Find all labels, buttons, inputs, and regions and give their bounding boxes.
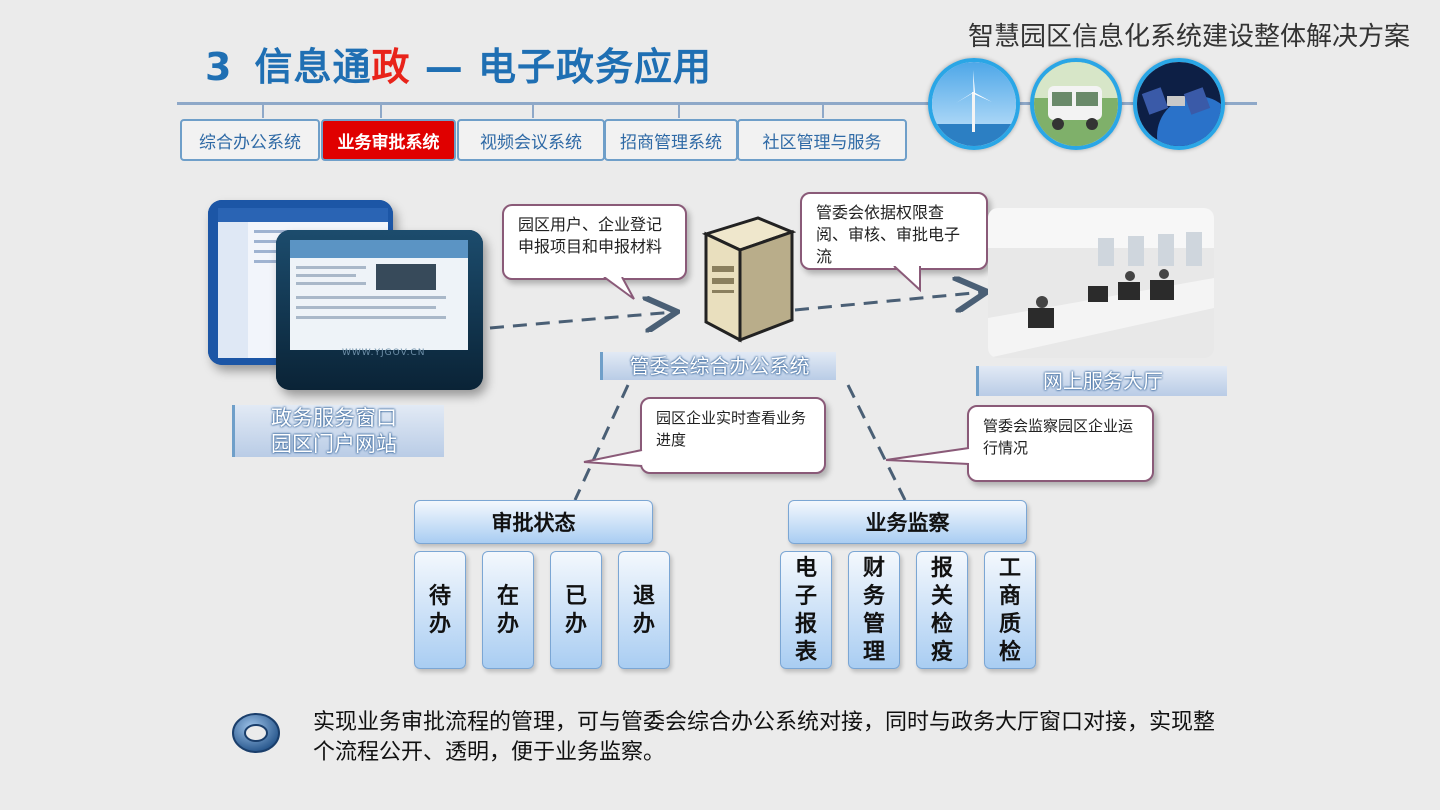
section-number: 3 (205, 45, 233, 89)
service-hall-photo (988, 208, 1214, 358)
callout-admin-review: 管委会依据权限查阅、审核、审批电子流 (800, 192, 988, 270)
tab-community-service[interactable]: 社区管理与服务 (737, 119, 907, 161)
electric-cart-photo (1030, 58, 1122, 150)
status-returned: 退办 (618, 551, 670, 669)
document-title: 智慧园区信息化系统建设整体解决方案 (968, 22, 1411, 52)
business-supervision-header: 业务监察 (788, 500, 1027, 544)
status-done: 已办 (550, 551, 602, 669)
left-node-label: 政务服务窗口 园区门户网站 (232, 405, 444, 457)
wind-turbine-photo (928, 58, 1020, 150)
arrow-server-to-hall (794, 292, 984, 310)
title-suffix: — 电子政务应用 (410, 45, 712, 89)
summary-text: 实现业务审批流程的管理，可与管委会综合办公系统对接，同时与政务大厅窗口对接，实现… (313, 710, 1216, 765)
approval-status-header: 审批状态 (414, 500, 653, 544)
arrow-portal-to-server (489, 312, 674, 328)
header-divider (177, 102, 1257, 105)
divider-tick (822, 104, 824, 118)
status-pending: 待办 (414, 551, 466, 669)
park-website-screenshot: WWW.YJGOV.CN (276, 230, 483, 390)
title-highlight: 政 (371, 45, 411, 89)
satellite-photo (1133, 58, 1225, 150)
tab-investment-management[interactable]: 招商管理系统 (604, 119, 738, 161)
callout-tail (603, 277, 635, 300)
callout-tail (893, 266, 921, 293)
status-in-progress: 在办 (482, 551, 534, 669)
website-url-text: WWW.YJGOV.CN (342, 348, 426, 358)
callout-tail (583, 449, 643, 467)
callout-progress-check: 园区企业实时查看业务进度 (640, 397, 826, 474)
supervision-customs: 报关检疫 (916, 551, 968, 669)
divider-tick (678, 104, 680, 118)
right-node-label: 网上服务大厅 (976, 366, 1227, 396)
label-service-window: 政务服务窗口 (271, 406, 397, 430)
page-title: 3 信息通政 — 电子政务应用 (205, 36, 712, 91)
callout-user-submit: 园区用户、企业登记申报项目和申报材料 (502, 204, 687, 280)
divider-tick (262, 104, 264, 118)
tab-office-system[interactable]: 综合办公系统 (180, 119, 320, 161)
label-park-portal: 园区门户网站 (271, 432, 397, 456)
title-prefix: 信息通 (254, 45, 372, 89)
callout-supervision: 管委会监察园区企业运行情况 (967, 405, 1154, 482)
server-icon (696, 210, 797, 349)
supervision-business-quality: 工商质检 (984, 551, 1036, 669)
divider-tick (380, 104, 382, 118)
line-to-supervision (846, 384, 907, 501)
line-to-approval (573, 384, 630, 501)
tab-approval-system[interactable]: 业务审批系统 (321, 119, 456, 161)
callout-tail (885, 447, 970, 465)
supervision-finance: 财务管理 (848, 551, 900, 669)
ring-bullet-icon (231, 712, 281, 758)
center-node-label: 管委会综合办公系统 (600, 352, 836, 380)
tab-video-conference[interactable]: 视频会议系统 (457, 119, 605, 161)
divider-tick (532, 104, 534, 118)
supervision-e-reports: 电子报表 (780, 551, 832, 669)
